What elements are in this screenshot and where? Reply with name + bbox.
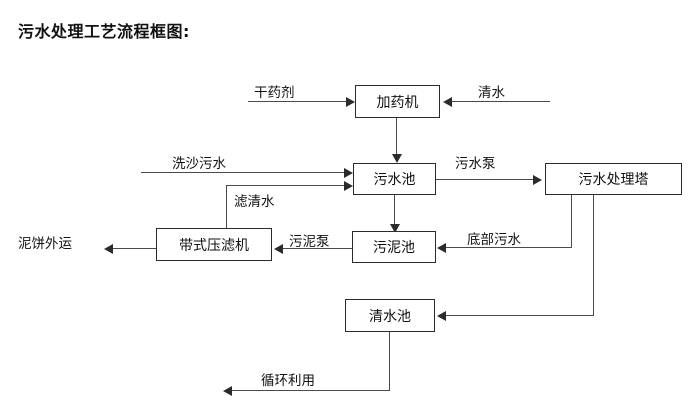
arrowhead-clean-water-to-dosing-machine [443,97,452,107]
edge-line-dosing-machine-to-wastewater-pool [396,118,398,156]
edge-line-wastewater-pump [436,179,535,181]
edge-line-dry-chemical [248,101,348,103]
arrowhead-recycle-reuse [223,386,232,396]
arrowhead-bottom-wastewater-to-sludge-pool [437,243,446,253]
edge-line-clean-water-in [452,101,550,103]
edge-label-dry-chemical: 干药剂 [254,85,295,101]
edge-line-sludge-pump [283,248,353,250]
arrowhead-wastewater-pool-to-sludge-pool [390,224,400,233]
edge-line-bottom-wastewater-horizontal [446,247,572,249]
edge-line-treatment-tower-to-clear-water-pool-vertical [593,195,595,316]
arrowhead-sludge-pump-to-belt-filter-press [274,244,283,254]
edge-line-filtered-water-vertical [226,185,228,228]
arrowhead-dosing-machine-to-wastewater-pool [392,154,402,163]
edge-label-sludge-pump: 污泥泵 [289,234,330,250]
edge-label-clean-water-in: 清水 [478,85,505,101]
edge-line-recycle-reuse-vertical [389,332,391,391]
node-wastewater-pool[interactable]: 污水池 [353,163,436,195]
edge-line-filtered-water-horizontal [226,185,345,187]
edge-label-bottom-wastewater: 底部污水 [467,232,521,248]
edge-line-wastewater-pool-to-sludge-pool [394,195,396,227]
edge-label-sand-wash-wastewater: 洗沙污水 [172,156,226,172]
edge-line-sand-wash-wastewater [141,172,345,174]
arrowhead-sand-wash-to-wastewater-pool [344,168,353,178]
node-belt-filter-press[interactable]: 带式压滤机 [156,228,272,261]
edge-line-bottom-wastewater-vertical [571,195,573,248]
edge-label-filtered-clear-water: 滤清水 [234,194,275,210]
node-sludge-pool[interactable]: 污泥池 [352,231,436,263]
arrowhead-dry-chemical-to-dosing-machine [346,97,355,107]
edge-label-wastewater-pump: 污水泵 [455,156,496,172]
node-dosing-machine[interactable]: 加药机 [355,85,440,118]
arrowhead-filtered-water-to-wastewater-pool [344,181,353,191]
arrowhead-treatment-tower-to-clear-water-pool [437,311,446,321]
edge-label-recycle-reuse: 循环利用 [261,373,315,389]
edge-line-treatment-tower-to-clear-water-pool-horizontal [446,315,594,317]
node-treatment-tower[interactable]: 污水处理塔 [545,163,682,195]
page-title: 污水处理工艺流程框图: [18,22,190,41]
arrowhead-belt-filter-press-to-mud-cake [104,244,113,254]
edge-line-recycle-reuse-horizontal [232,390,390,392]
node-clear-water-pool[interactable]: 清水池 [345,299,435,332]
terminal-label-mud-cake-outbound: 泥饼外运 [18,236,72,252]
edge-line-mud-cake-outbound [113,248,157,250]
arrowhead-wastewater-pump-to-treatment-tower [533,175,542,185]
